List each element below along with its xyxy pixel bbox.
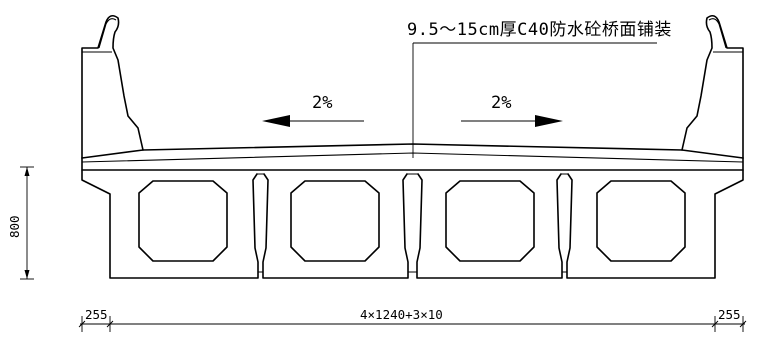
width-dimension [78, 316, 747, 332]
height-dimension [20, 166, 34, 280]
left-barrier [81, 14, 144, 159]
right-slope-label: 2% [491, 93, 511, 113]
deck-pavement [81, 143, 744, 171]
left-slope-label: 2% [312, 93, 332, 113]
pavement-note: 9.5～15cm厚C40防水砼桥面铺装 [407, 20, 672, 40]
girder-3 [416, 173, 563, 279]
right-slope-arrow [461, 115, 563, 127]
right-edge-dim-label: 255 [718, 307, 741, 322]
left-edge-dim-label: 255 [85, 307, 108, 322]
height-dim-label: 800 [7, 215, 22, 238]
girder-joints [257, 173, 568, 273]
left-slope-arrow [262, 115, 364, 127]
middle-dim-label: 4×1240+3×10 [360, 307, 443, 322]
pavement-leader [412, 42, 657, 158]
girder-4 [566, 169, 744, 279]
right-barrier [681, 14, 744, 159]
girder-1 [81, 169, 259, 279]
girder-2 [262, 173, 409, 279]
